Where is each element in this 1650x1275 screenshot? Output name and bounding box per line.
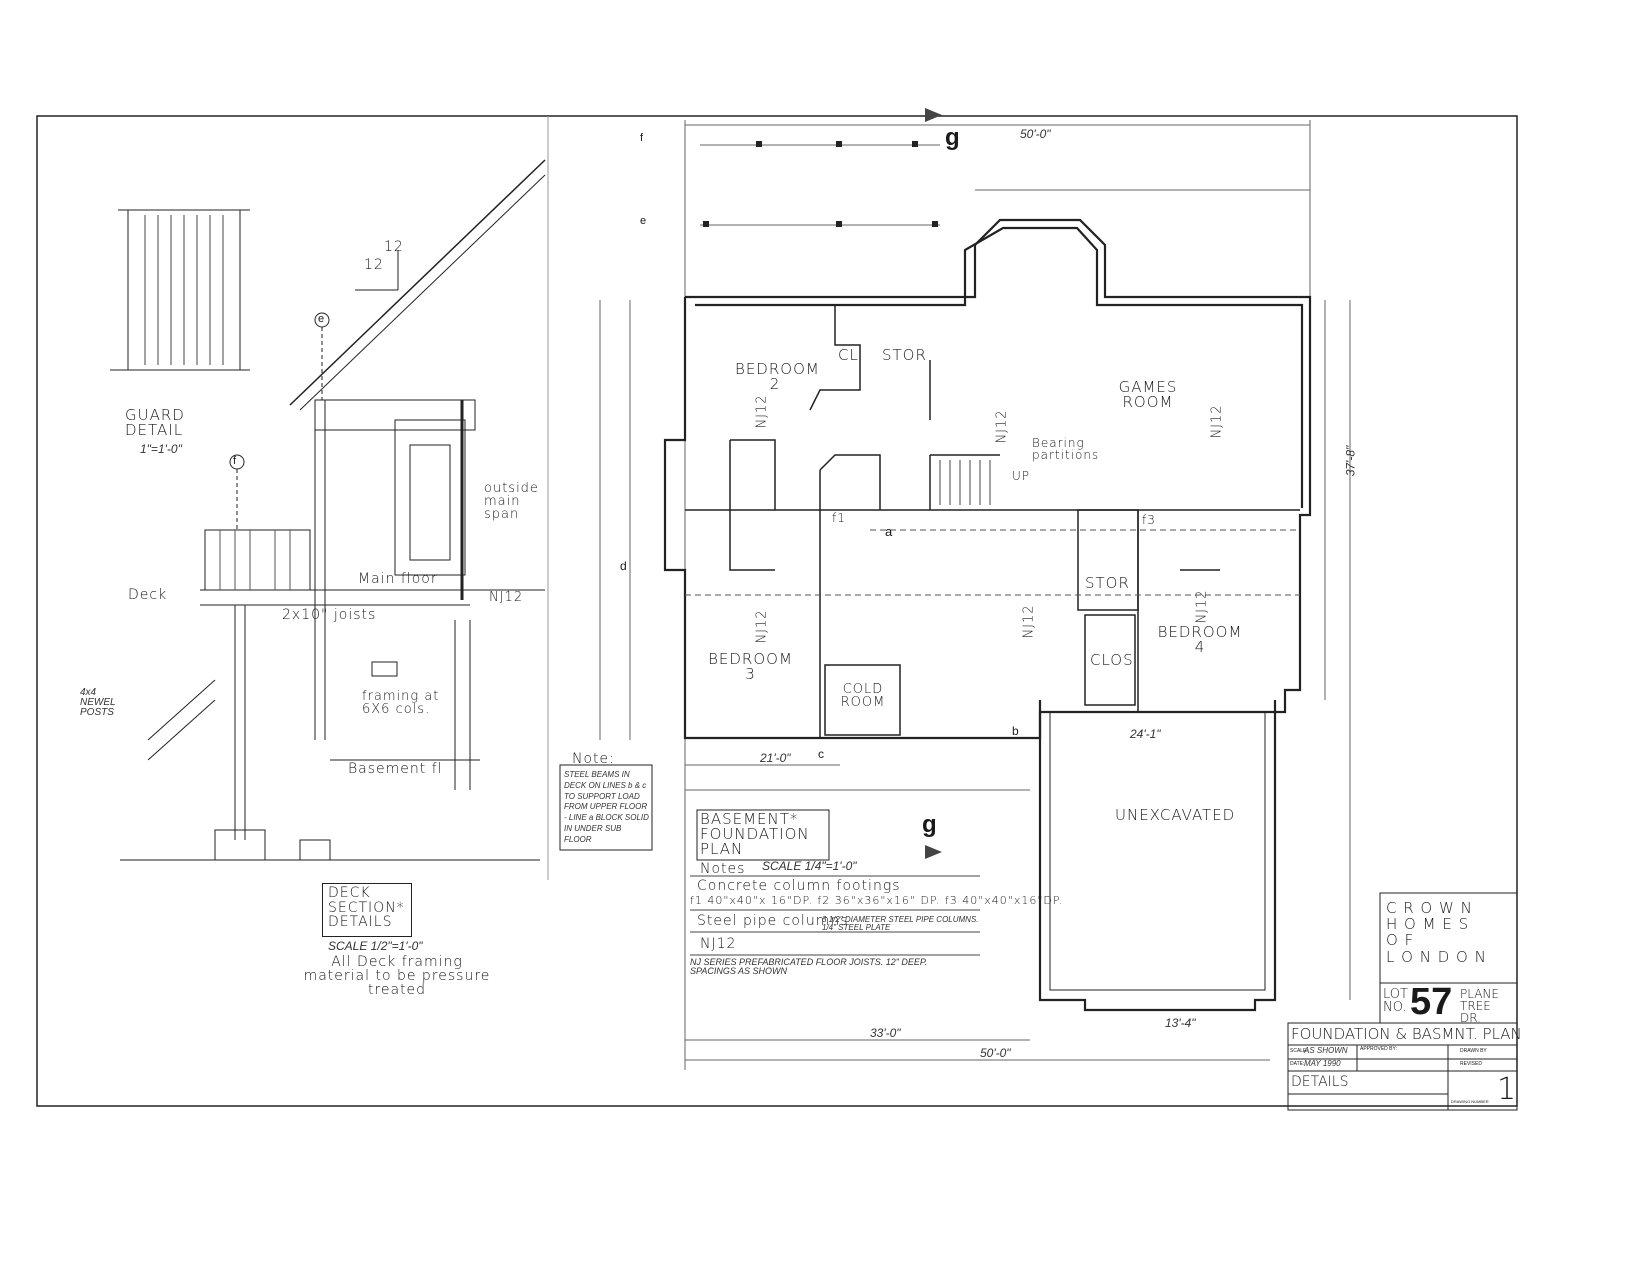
- section-arrow-icon: [925, 845, 942, 859]
- newel-label: 4x4 NEWEL POSTS: [80, 687, 116, 718]
- street-name: PLANE TREE DR.: [1460, 987, 1499, 1025]
- section-marker-g-top: g: [945, 124, 960, 151]
- room-storage-2: STOR: [1085, 574, 1130, 592]
- stair-up-label: UP: [1012, 469, 1031, 483]
- room-closet-2: CLOS: [1090, 651, 1134, 669]
- details-label: DETAILS: [1291, 1074, 1349, 1090]
- joist-label: NJ12: [1209, 404, 1225, 439]
- revised-label: REVISED: [1460, 1061, 1482, 1067]
- deck-section-drawing: [120, 159, 546, 861]
- section-marker-e-roof: e: [318, 313, 325, 325]
- room-bedroom-3: BEDROOM 3: [708, 650, 793, 683]
- outside-span-label: outside main span: [484, 481, 539, 522]
- column-markers: [703, 141, 938, 227]
- bearing-partitions-label: Bearing partitions: [1032, 436, 1100, 462]
- room-closet: CL: [838, 346, 859, 364]
- drawing-number: 1: [1497, 1072, 1518, 1107]
- title-block-lines: [1287, 892, 1518, 1111]
- deck-section-title: DECK SECTION* DETAILS: [328, 885, 405, 931]
- joist-label: NJ12: [754, 609, 770, 644]
- nj12-note-label: NJ12: [700, 936, 737, 952]
- note-text: STEEL BEAMS IN DECK ON LINES b & c TO SU…: [564, 770, 649, 844]
- company-line: L O N D O N: [1386, 947, 1487, 966]
- foundation-walls: [663, 218, 1312, 1012]
- stair: [939, 460, 991, 505]
- framing-label: framing at 6X6 cols.: [362, 689, 440, 717]
- plan-scale: SCALE 1/4"=1'-0": [762, 859, 857, 873]
- drawing-number-label: DRAWING NUMBER: [1451, 1099, 1489, 1104]
- notes-label: Notes: [700, 861, 746, 877]
- room-bedroom-4: BEDROOM 4: [1157, 623, 1243, 656]
- scale-label: SCALE:: [1290, 1048, 1308, 1054]
- grid-marker-d: d: [620, 559, 627, 573]
- plan-title-outline: [696, 809, 830, 861]
- date-value: MAY 1990: [1304, 1059, 1341, 1068]
- guard-detail-title: GUARD DETAIL: [125, 406, 185, 439]
- nj12-deck-label: NJ12: [489, 590, 524, 605]
- lot-label: LOT NO.: [1383, 987, 1408, 1015]
- footings-label: Concrete column footings: [697, 878, 901, 894]
- guard-detail-scale: 1"=1'-0": [140, 442, 182, 456]
- guard-detail-drawing: [110, 209, 250, 371]
- grid-marker-f: f: [640, 132, 644, 144]
- grid-marker-b: b: [1012, 724, 1019, 738]
- scale-value: AS SHOWN: [1304, 1046, 1348, 1055]
- section-marker-g-bottom: g: [922, 811, 937, 838]
- lot-number: 57: [1410, 981, 1453, 1023]
- room-games-room: GAMES ROOM: [1118, 378, 1178, 411]
- plan-title: BASEMENT* FOUNDATION PLAN: [700, 810, 810, 858]
- footing-f1-label: f1: [832, 511, 846, 525]
- room-unexcavated: UNEXCAVATED: [1115, 806, 1236, 824]
- dim-241: 24'-1": [1130, 727, 1161, 741]
- grid-marker-a: a: [885, 524, 893, 539]
- note-box-outline: [559, 764, 653, 851]
- nj12-spec: NJ SERIES PREFABRICATED FLOOR JOISTS. 12…: [690, 957, 928, 976]
- roof-pitch-rise: 12: [364, 257, 384, 273]
- section-marker-f-deck: f: [233, 455, 237, 467]
- basement-label: Basement fl: [348, 761, 443, 777]
- drawing-title: FOUNDATION & BASMNT. PLAN: [1291, 1025, 1522, 1043]
- joist-label: NJ12: [754, 394, 770, 429]
- dim-33: 33'-0": [870, 1026, 901, 1040]
- company-name: C R O W N H O M E S O F L O N D O N: [1386, 900, 1487, 965]
- joist-label: NJ12: [1021, 604, 1037, 639]
- joist-label: NJ12: [994, 409, 1010, 444]
- footings-spec: f1 40"x40"x 16"DP. f2 36"x36"x16" DP. f3…: [690, 894, 1064, 907]
- drawn-label: DRAWN BY: [1460, 1048, 1487, 1054]
- company-line: H O M E S: [1386, 915, 1470, 934]
- main-floor-label: Main floor: [358, 571, 438, 587]
- room-storage: STOR: [882, 346, 927, 364]
- joists-label: 2x10" joists: [282, 607, 377, 623]
- columns-spec: 3 1/2" DIAMETER STEEL PIPE COLUMNS. 1/4"…: [822, 915, 979, 932]
- dim-134: 13'-4": [1165, 1016, 1196, 1030]
- room-bedroom-2: BEDROOM 2: [735, 360, 820, 393]
- beam-lines: [685, 529, 1300, 596]
- room-cold-room: COLD ROOM: [840, 682, 886, 710]
- footing-f3-label: f3: [1142, 513, 1156, 527]
- section-arrow-icon: [925, 108, 942, 122]
- date-label: DATE:: [1290, 1061, 1305, 1067]
- interior-partitions: [685, 305, 1300, 738]
- approved-label: APPROVED BY:: [1360, 1046, 1397, 1052]
- deck-framing-note: All Deck framing material to be pressure…: [303, 954, 491, 998]
- columns-label: Steel pipe columns: [697, 913, 849, 929]
- dim-21: 21'-0": [760, 751, 791, 765]
- joist-label: NJ12: [1194, 589, 1210, 624]
- roof-pitch-run: 12: [384, 239, 404, 255]
- note-title: Note:: [572, 751, 615, 767]
- dim-overall-bottom: 50'-0": [980, 1046, 1011, 1060]
- dim-37: 37'-8": [1343, 445, 1358, 477]
- deck-section-scale: SCALE 1/2"=1'-0": [328, 939, 423, 953]
- grid-marker-c: c: [818, 747, 824, 761]
- company-line: C R O W N: [1386, 899, 1473, 917]
- deck-label: Deck: [128, 587, 168, 603]
- dim-overall-top: 50'-0": [1020, 127, 1051, 141]
- company-line: O F: [1386, 931, 1415, 950]
- grid-marker-e: e: [640, 215, 647, 227]
- dimension-lines: [599, 120, 1351, 1070]
- sheet-border: [36, 115, 1518, 1107]
